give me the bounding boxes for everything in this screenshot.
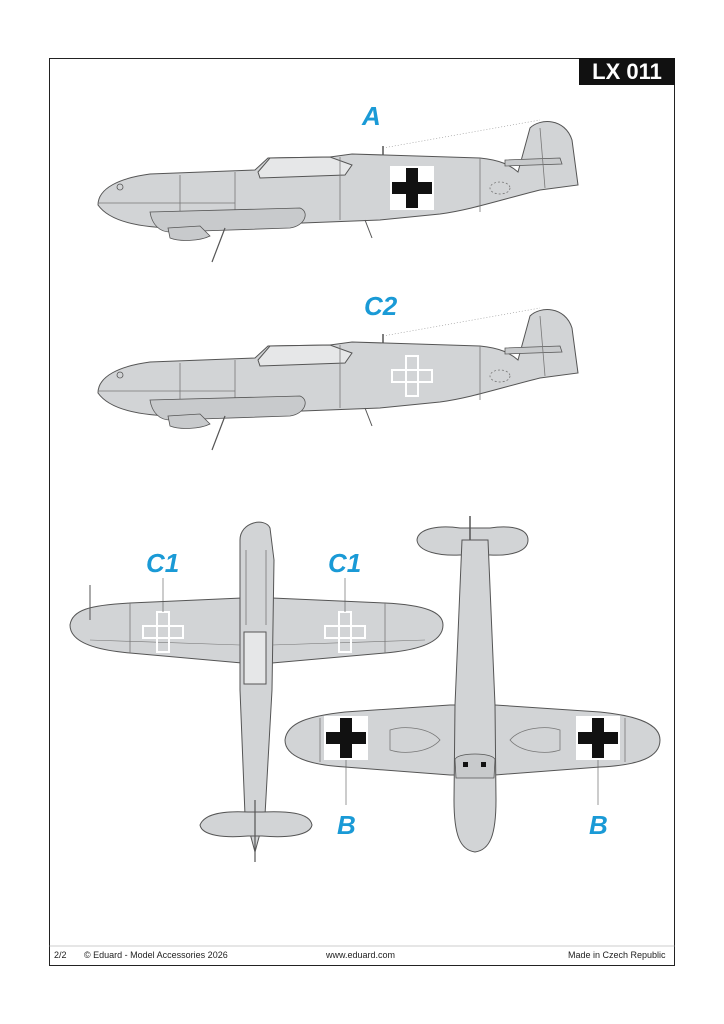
- label-c1-left: C1: [146, 548, 180, 578]
- label-c1-right: C1: [328, 548, 362, 578]
- label-b-right: B: [589, 810, 608, 840]
- sheet-code-tag: LX 011: [579, 58, 675, 85]
- label-a: A: [362, 101, 381, 131]
- footer-website: www.eduard.com: [326, 950, 396, 960]
- label-c2: C2: [364, 291, 398, 321]
- sheet-frame: [49, 58, 675, 966]
- balkenkreuz-black-bottom-right: [576, 716, 620, 760]
- balkenkreuz-black-bottom-left: [324, 716, 368, 760]
- label-b-left: B: [337, 810, 356, 840]
- side-view-a: [97, 119, 579, 263]
- balkenkreuz-black-a: [390, 166, 434, 210]
- footer-page: 2/2: [54, 950, 67, 960]
- side-view-c2: [97, 307, 579, 451]
- top-view: [69, 521, 444, 862]
- footer-copyright: © Eduard - Model Accessories 2026: [84, 950, 228, 960]
- footer-made-in: Made in Czech Republic: [568, 950, 666, 960]
- bottom-view: [284, 516, 661, 853]
